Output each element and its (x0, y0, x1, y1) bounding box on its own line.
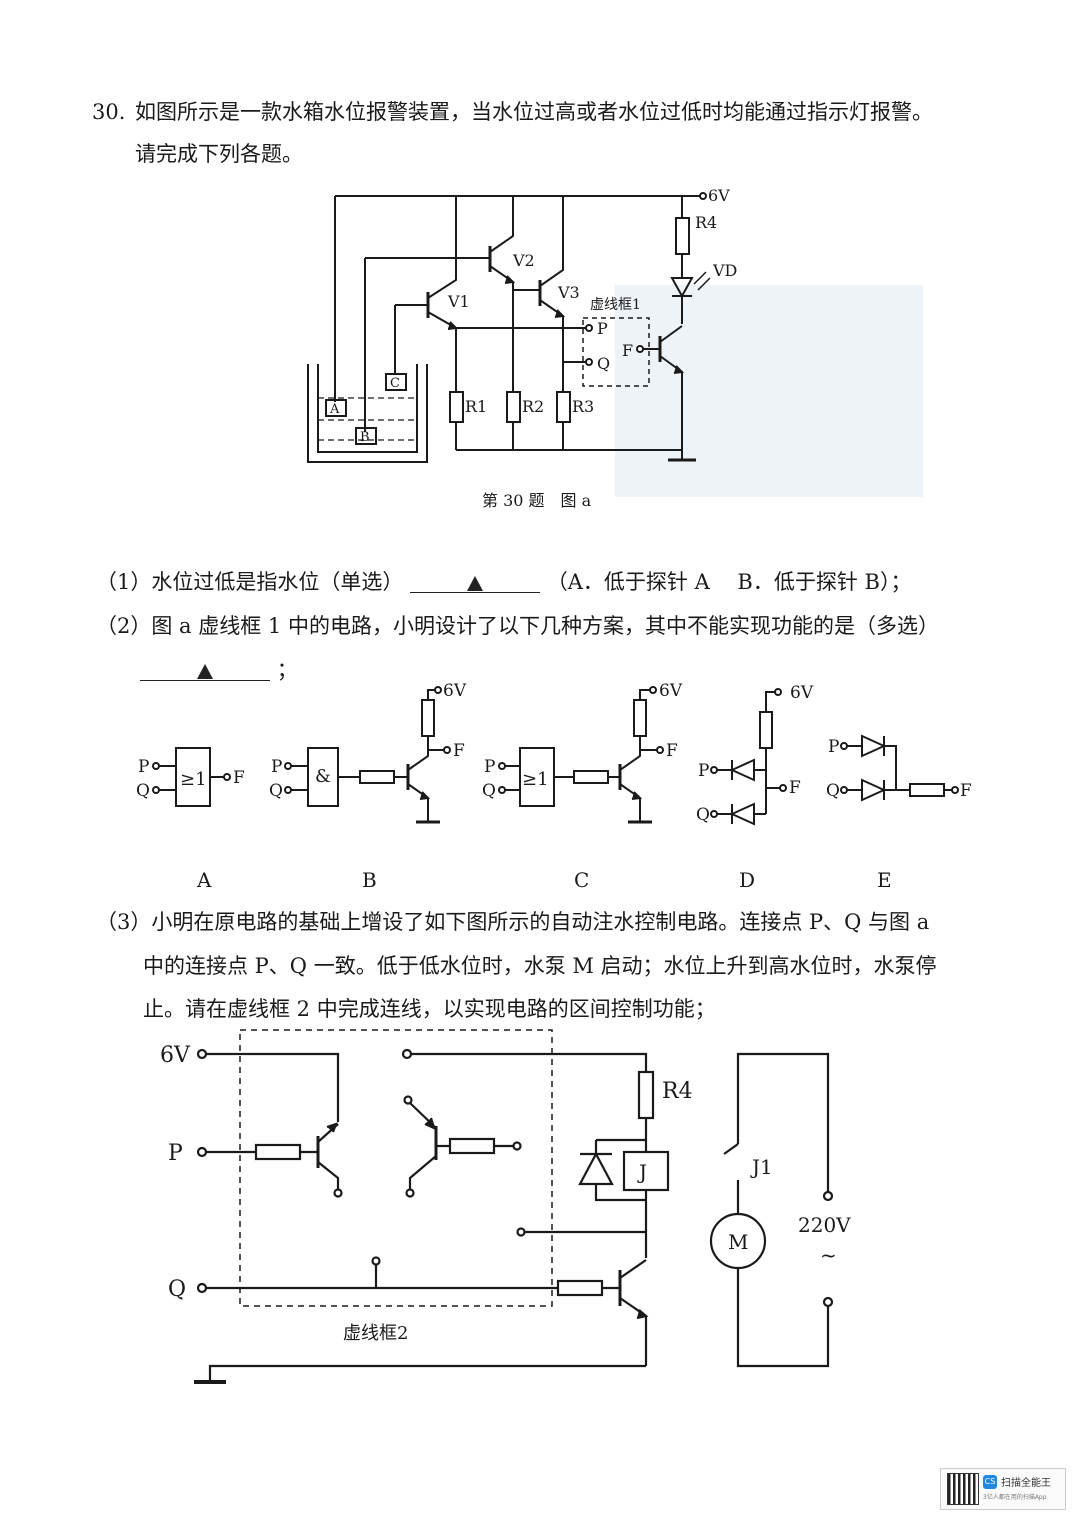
option-label-a: A (196, 868, 212, 892)
figure-a-caption: 第 30 题 图 a (482, 491, 592, 510)
dashed-box-2 (239, 1029, 553, 1307)
figure-a-r4-label: R4 (695, 213, 717, 232)
option-d-supply-label: 6V (790, 683, 814, 703)
watermark-app-name: 扫描全能王 (1001, 1478, 1051, 1489)
figure-a-v3-label: V3 (557, 283, 580, 302)
option-a-q-label: Q (136, 781, 150, 801)
question-number: 30. (92, 100, 126, 124)
figure-b-ac-label: ~ (820, 1243, 837, 1267)
relay-coil (622, 1150, 670, 1192)
option-c-q-label: Q (482, 781, 496, 801)
option-c-gate-label: ≥1 (522, 769, 549, 790)
scanner-watermark: CS 扫描全能王 3亿人都在用的扫描App (940, 1468, 1066, 1510)
figure-a-p-label: P (597, 319, 608, 338)
figure-b-p-label: P (168, 1141, 183, 1166)
figure-b-mains-label: 220V (798, 1213, 851, 1237)
option-e-circuit (840, 734, 959, 802)
figure-b-box-label: 虚线框2 (343, 1323, 408, 1344)
option-b-circuit (284, 686, 451, 824)
option-c-f-label: F (666, 741, 678, 761)
option-a-p-label: P (138, 757, 149, 777)
figure-b-supply-label: 6V (160, 1043, 191, 1068)
watermark-subtitle: 3亿人都在用的扫描App (983, 1494, 1047, 1501)
subquestion-3-line3: 止。请在虚线框 2 中完成连线，以实现电路的区间控制功能； (143, 997, 716, 1021)
option-c-supply-label: 6V (659, 681, 683, 701)
option-d-circuit (710, 688, 787, 826)
resistor-r2 (506, 391, 521, 423)
option-label-e: E (877, 868, 892, 892)
figure-a-r1-label: R1 (465, 397, 487, 416)
triangle-icon (467, 576, 484, 591)
motor-m (709, 1212, 767, 1270)
resistor-r4-b (637, 1070, 655, 1120)
subquestion-1-prefix: （1）水位过低是指水位（单选） (96, 570, 404, 594)
cs-logo-icon: CS (983, 1475, 997, 1489)
option-a-f-label: F (233, 768, 245, 788)
resistor-r3 (556, 391, 571, 423)
subquestion-3-line2: 中的连接点 P、Q 一致。低于低水位时，水泵 M 启动；水位上升到高水位时，水泵… (143, 954, 937, 978)
option-c-p-label: P (484, 757, 495, 777)
option-d-f-label: F (789, 778, 801, 798)
option-b-p-label: P (271, 757, 282, 777)
probe-a-label: A (329, 402, 340, 417)
option-a-circuit (152, 747, 231, 807)
subquestion-2-answer: ； (140, 656, 298, 684)
question-stem-line1: 如图所示是一款水箱水位报警装置，当水位过高或者水位过低时均能通过指示灯报警。 (135, 100, 933, 124)
option-e-q-label: Q (826, 781, 840, 801)
figure-a-f-label: F (622, 341, 633, 360)
option-label-b: B (362, 868, 377, 892)
figure-a-r3-label: R3 (572, 397, 594, 416)
option-a-gate-label: ≥1 (180, 769, 207, 790)
subquestion-2: （2）图 a 虚线框 1 中的电路，小明设计了以下几种方案，其中不能实现功能的是… (96, 614, 939, 638)
resistor-r1 (449, 391, 464, 423)
option-label-c: C (574, 868, 589, 892)
option-e-p-label: P (828, 737, 839, 757)
figure-a-box-label: 虚线框1 (590, 297, 641, 313)
figure-a-vd-label: VD (712, 261, 737, 280)
figure-b-motor-label: M (728, 1230, 748, 1254)
answer-blank-2[interactable] (140, 658, 270, 681)
flyback-diode (578, 1151, 614, 1186)
subquestion-1: （1）水位过低是指水位（单选） （A．低于探针 A B．低于探针 B）； (96, 568, 911, 596)
figure-b-r4-label: R4 (662, 1079, 693, 1104)
figure-a-r2-label: R2 (522, 397, 544, 416)
triangle-icon (197, 664, 213, 679)
option-e-f-label: F (960, 781, 972, 801)
answer-blank-1[interactable] (410, 570, 541, 593)
figure-b-relay-label: J (637, 1160, 647, 1184)
probe-c-label: C (390, 376, 400, 391)
option-b-gate-label: & (315, 766, 331, 787)
subquestion-2-suffix: ； (276, 658, 298, 682)
option-b-q-label: Q (269, 781, 283, 801)
option-label-d: D (739, 868, 755, 892)
figure-a-q-label: Q (597, 354, 610, 373)
figure-a-v2-label: V2 (512, 251, 535, 270)
led-vd (670, 277, 694, 299)
figure-a-supply-label: 6V (708, 186, 730, 205)
option-b-f-label: F (453, 741, 465, 761)
option-d-p-label: P (698, 761, 709, 781)
figure-a-v1-label: V1 (447, 292, 470, 311)
subquestion-1-suffix: （A．低于探针 A B．低于探针 B）； (546, 570, 912, 594)
option-d-q-label: Q (696, 805, 710, 825)
option-c-circuit (498, 686, 664, 824)
qr-code-icon (947, 1473, 979, 1505)
figure-b-q-label: Q (168, 1277, 186, 1302)
dashed-box-1 (582, 317, 650, 387)
subquestion-3-line1: （3）小明在原电路的基础上增设了如下图所示的自动注水控制电路。连接点 P、Q 与… (96, 910, 930, 934)
question-stem-line2: 请完成下列各题。 (135, 142, 303, 166)
probe-b-label: B (360, 430, 370, 445)
probe-b (355, 427, 377, 445)
option-b-supply-label: 6V (443, 681, 467, 701)
probe-c (385, 373, 407, 391)
probe-a (325, 399, 347, 417)
figure-b-switch-label: J1 (750, 1155, 773, 1179)
resistor-r4 (675, 217, 690, 255)
